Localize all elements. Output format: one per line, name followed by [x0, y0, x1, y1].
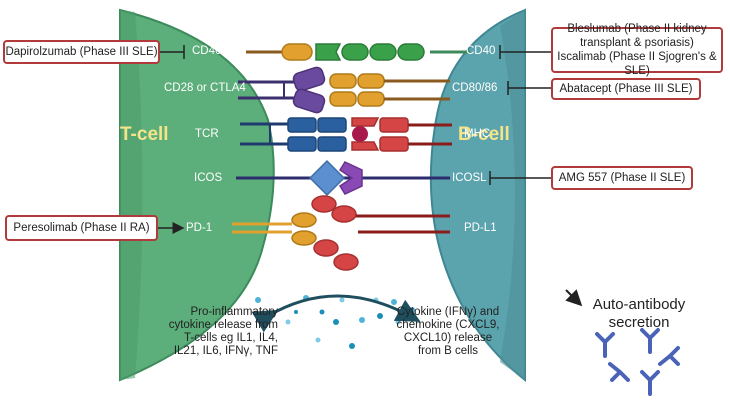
- drug-connectors: [158, 45, 552, 234]
- label-tcr: TCR: [195, 128, 219, 140]
- caption-autoantibody: Auto-antibody secretion: [592, 296, 686, 331]
- caption-cytokine-chemokine: Cytokine (IFNγ) and chemokine (CXCL9, CX…: [396, 306, 500, 357]
- drug-dapirolizumab: Dapirolzumab (Phase III SLE): [3, 40, 160, 64]
- label-cd40: CD40: [466, 45, 496, 57]
- label-icosl: ICOSL: [452, 172, 487, 184]
- t-cell-body: [119, 8, 275, 382]
- autoantibody-arrow: [565, 289, 583, 307]
- cytokine-exchange-arrow: [251, 294, 421, 333]
- t-cell-title: T-cell: [120, 124, 169, 145]
- pd1-pdl1-pair: [232, 195, 450, 271]
- cd40l-cd40-pair: [246, 43, 470, 61]
- label-pd1: PD-1: [186, 222, 213, 234]
- cytokine-dots: [255, 295, 415, 349]
- tcr-mhc-pair: [240, 117, 452, 152]
- antibody-icons: [595, 328, 680, 396]
- b-cell-title: B-cell: [458, 124, 510, 145]
- label-mhc: MHC: [464, 128, 491, 140]
- label-pdl1: PD-L1: [464, 222, 497, 234]
- label-cd80-86: CD80/86: [452, 82, 498, 94]
- icos-icosl-pair: [236, 159, 450, 197]
- label-cd28-ctla4: CD28 or CTLA4: [164, 82, 246, 94]
- drug-bleselumab-iscalimab: Bleslumab (Phase II kidney transplant & …: [551, 23, 723, 77]
- b-cell-shadow: [500, 10, 525, 380]
- drug-peresolimab: Peresolimab (Phase II RA): [5, 215, 158, 241]
- cd28-cd80-pair: [238, 66, 450, 114]
- caption-pro-inflammatory: Pro-inflammatory cytokine release from T…: [168, 306, 278, 357]
- label-icos: ICOS: [194, 172, 223, 184]
- t-cell-shadow: [120, 10, 143, 380]
- label-cd40l: CD40L: [192, 45, 228, 57]
- drug-amg557: AMG 557 (Phase II SLE): [551, 166, 693, 190]
- drug-abatacept: Abatacept (Phase III SLE): [551, 78, 701, 100]
